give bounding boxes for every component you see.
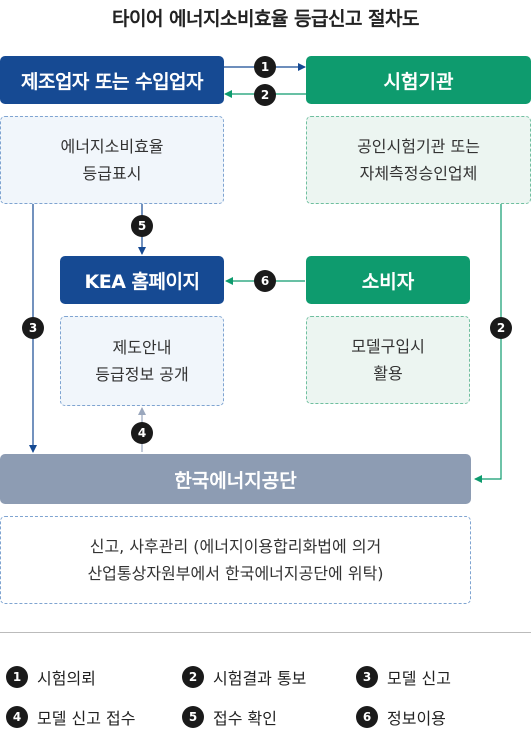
legend-label-4: 모델 신고 접수 [37, 709, 136, 728]
legend-badge-6: 6 [356, 706, 378, 728]
consumer-box: 소비자 [306, 256, 470, 304]
legend-item-3: 3 모델 신고 [356, 665, 451, 689]
model-purchase-box: 모델구입시 활용 [306, 316, 470, 404]
manufacturer-box: 제조업자 또는 수입업자 [0, 56, 224, 104]
legend-badge-4: 4 [6, 706, 28, 728]
step-badge-1: 1 [254, 56, 276, 78]
step-badge-2-right: 2 [490, 317, 512, 339]
step-badge-6: 6 [254, 270, 276, 292]
legend-badge-1: 1 [6, 666, 28, 688]
legend-label-2: 시험결과 통보 [213, 669, 307, 688]
arrow-step-2-right [474, 204, 502, 483]
step-badge-3: 3 [22, 317, 44, 339]
legend-label-5: 접수 확인 [213, 709, 277, 728]
legend-badge-2: 2 [182, 666, 204, 688]
diagram-title: 타이어 에너지소비효율 등급신고 절차도 [111, 8, 420, 30]
legend-item-5: 5 접수 확인 [182, 705, 277, 729]
legend-badge-3: 3 [356, 666, 378, 688]
legend-separator [0, 632, 531, 633]
legend-label-1: 시험의뢰 [37, 669, 96, 688]
legend-item-4: 4 모델 신고 접수 [6, 705, 136, 729]
reporting-box: 신고, 사후관리 (에너지이용합리화법에 의거 산업통상자원부에서 한국에너지공… [0, 516, 471, 604]
legend-label-3: 모델 신고 [387, 669, 451, 688]
certified-agency-box: 공인시험기관 또는 자체측정승인업체 [306, 116, 531, 204]
system-info-box: 제도안내 등급정보 공개 [60, 316, 224, 406]
test-agency-box: 시험기관 [306, 56, 531, 104]
step-badge-5: 5 [131, 215, 153, 237]
step-badge-2-top: 2 [254, 84, 276, 106]
kea-box: 한국에너지공단 [0, 454, 471, 504]
legend-badge-5: 5 [182, 706, 204, 728]
legend-item-2: 2 시험결과 통보 [182, 665, 306, 689]
legend-item-6: 6 정보이용 [356, 705, 446, 729]
legend-item-1: 1 시험의뢰 [6, 665, 96, 689]
legend-label-6: 정보이용 [387, 709, 446, 728]
energy-label-box: 에너지소비효율 등급표시 [0, 116, 224, 204]
kea-homepage-box: KEA 홈페이지 [60, 256, 224, 304]
step-badge-4: 4 [131, 422, 153, 444]
